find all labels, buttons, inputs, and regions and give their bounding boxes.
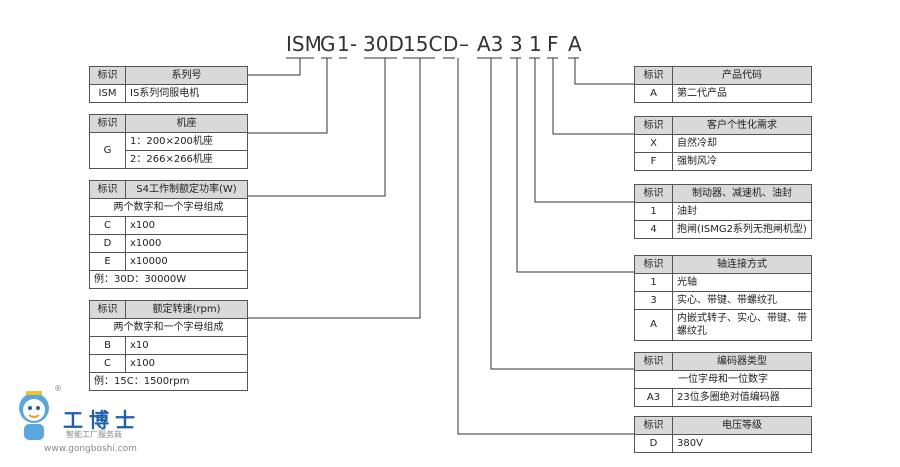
table-cell: 强制风冷 <box>672 152 812 171</box>
code-encoder: A3 <box>477 32 504 56</box>
header-cell: 标识 <box>634 416 673 435</box>
code-power: 30D <box>363 32 404 56</box>
header-cell: 标识 <box>634 116 673 135</box>
header-cell: 客户个性化需求 <box>672 116 812 135</box>
header-cell: 标识 <box>634 66 673 85</box>
table-cell: 2：266×266机座 <box>125 150 248 169</box>
code-dash: - <box>350 32 358 56</box>
code-dash-2: – <box>459 32 469 56</box>
header-cell: 标识 <box>89 180 126 199</box>
table-cell: x100 <box>125 216 248 235</box>
table-cell: 内嵌式转子、实心、带键、带螺纹孔 <box>672 309 812 341</box>
table-cell: x1000 <box>125 234 248 253</box>
table-cell: 两个数字和一个字母组成 <box>89 198 248 217</box>
table-cell: B <box>89 336 126 355</box>
table-cell: A <box>634 309 673 341</box>
header-cell: 编码器类型 <box>672 352 812 371</box>
header-cell: 产品代码 <box>672 66 812 85</box>
table-cell: F <box>634 152 673 171</box>
table-cell: 实心、带键、带螺纹孔 <box>672 291 812 310</box>
table-cell: 23位多圈绝对值编码器 <box>672 388 812 407</box>
table-cell: 第二代产品 <box>672 84 812 103</box>
table-cell: 一位字母和一位数字 <box>634 370 812 389</box>
table-cell: 380V <box>672 434 812 453</box>
code-gen: A <box>568 32 582 56</box>
brand-tagline: 智能工厂服务商 <box>66 430 122 439</box>
table-cell: X <box>634 134 673 153</box>
table-cell: 两个数字和一个字母组成 <box>89 318 248 337</box>
header-cell: 系列号 <box>125 66 248 85</box>
code-1: 1 <box>337 32 350 56</box>
table-cell: x100 <box>125 354 248 373</box>
header-cell: 额定转速(rpm) <box>125 300 248 319</box>
table-cell: 例：15C：1500rpm <box>89 372 248 391</box>
table-cell: A <box>634 84 673 103</box>
code-g: G <box>320 32 336 56</box>
header-cell: 标识 <box>634 352 673 371</box>
header-cell: 标识 <box>89 114 126 133</box>
code-custom: F <box>547 32 559 56</box>
brand-watermark: ® 工博士 智能工厂服务商 www.gongboshi.com <box>8 382 268 462</box>
code-voltage: D <box>443 32 459 56</box>
table-cell: 光轴 <box>672 273 812 292</box>
header-cell: 标识 <box>89 66 126 85</box>
registered-mark: ® <box>54 384 62 393</box>
table-cell: 1 <box>634 202 673 221</box>
code-ism: ISM <box>286 32 322 56</box>
table-cell: ISM <box>89 84 126 103</box>
table-cell: C <box>89 354 126 373</box>
header-cell: 标识 <box>634 255 673 274</box>
table-cell: 3 <box>634 291 673 310</box>
brand-name: 工博士 <box>63 408 141 432</box>
code-shaft: 3 <box>510 32 523 56</box>
table-cell: 1 <box>634 273 673 292</box>
header-cell: 轴连接方式 <box>672 255 812 274</box>
table-cell: 自然冷却 <box>672 134 812 153</box>
table-cell: 抱闸(ISMG2系列无抱闸机型) <box>672 220 812 239</box>
table-cell: x10 <box>125 336 248 355</box>
table-cell: 油封 <box>672 202 812 221</box>
table-cell: 4 <box>634 220 673 239</box>
code-speed: 15C <box>403 32 443 56</box>
table-cell: D <box>89 234 126 253</box>
mascot-icon <box>19 391 49 440</box>
table-cell: IS系列伺服电机 <box>125 84 248 103</box>
table-cell: C <box>89 216 126 235</box>
table-cell: E <box>89 252 126 271</box>
table-cell: G <box>89 132 126 169</box>
table-cell: D <box>634 434 673 453</box>
header-cell: 标识 <box>634 184 673 203</box>
header-cell: 电压等级 <box>672 416 812 435</box>
header-cell: 机座 <box>125 114 248 133</box>
table-cell: 例：30D：30000W <box>89 270 248 289</box>
table-cell: A3 <box>634 388 673 407</box>
header-cell: S4工作制额定功率(W) <box>125 180 248 199</box>
code-brake: 1 <box>529 32 542 56</box>
header-cell: 制动器、减速机、油封 <box>672 184 812 203</box>
header-cell: 标识 <box>89 300 126 319</box>
table-cell: 1：200×200机座 <box>125 132 248 151</box>
table-cell: x10000 <box>125 252 248 271</box>
brand-url: www.gongboshi.com <box>44 444 137 454</box>
